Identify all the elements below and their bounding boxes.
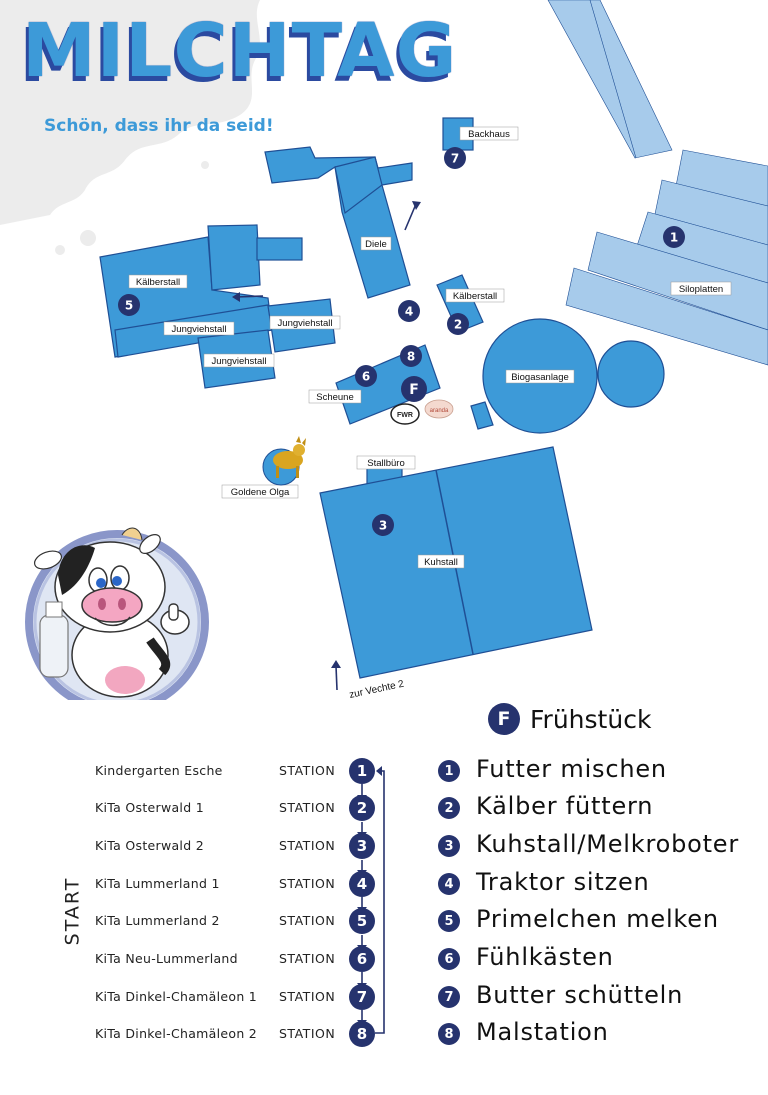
schedule-station-word: STATION [279, 800, 336, 815]
breakfast-badge: F [488, 703, 520, 735]
svg-text:8: 8 [407, 350, 415, 364]
activity-badge: 1 [438, 760, 460, 782]
schedule-group-name: KiTa Neu-Lummerland [95, 951, 238, 966]
page-title: MILCHTAG [22, 8, 458, 94]
label-diele: Diele [365, 239, 387, 250]
svg-text:5: 5 [125, 299, 133, 313]
schedule-station-badge: 2 [349, 795, 375, 821]
farm-map: Backhaus Diele Kälberstall Kälberstall J… [0, 0, 768, 700]
label-jungviehstall-1: Jungviehstall [172, 324, 227, 335]
schedule-group-name: KiTa Dinkel-Chamäleon 1 [95, 989, 258, 1004]
map-badge-5: 5 [118, 294, 140, 316]
label-jungviehstall-2: Jungviehstall [278, 318, 333, 329]
schedule-station-badge: 3 [349, 833, 375, 859]
sponsor-logos: FWR aranda [390, 399, 454, 425]
schedule-station-badge: 5 [349, 908, 375, 934]
map-badge-2: 2 [447, 313, 469, 335]
activity-label: Malstation [476, 1018, 609, 1046]
activity-label: Primelchen melken [476, 905, 719, 933]
label-jungviehstall-3: Jungviehstall [212, 356, 267, 367]
activity-label: Futter mischen [476, 755, 667, 783]
legend-breakfast: F Frühstück [488, 703, 651, 735]
map-badge-8: 8 [400, 345, 422, 367]
schedule-group-name: Kindergarten Esche [95, 763, 223, 778]
label-stallbuero: Stallbüro [367, 458, 405, 469]
label-siloplatten: Siloplatten [679, 284, 723, 295]
schedule-group-name: KiTa Osterwald 2 [95, 838, 204, 853]
schedule-group-name: KiTa Dinkel-Chamäleon 2 [95, 1026, 258, 1041]
schedule-station-badge: 1 [349, 758, 375, 784]
activity-badge: 6 [438, 948, 460, 970]
schedule-group-name: KiTa Lummerland 2 [95, 913, 220, 928]
label-kaelberstall-right: Kälberstall [453, 291, 497, 302]
schedule-station-word: STATION [279, 1026, 336, 1041]
silo-round [597, 340, 665, 408]
activity-badge: 2 [438, 797, 460, 819]
svg-text:2: 2 [454, 318, 462, 332]
schedule-station-word: STATION [279, 989, 336, 1004]
map-badge-1: 1 [663, 226, 685, 248]
activity-label: Fühlkästen [476, 943, 614, 971]
schedule-station-badge: 7 [349, 984, 375, 1010]
schedule-group-name: KiTa Lummerland 1 [95, 876, 220, 891]
schedule-station-badge: 8 [349, 1021, 375, 1047]
schedule-station-word: STATION [279, 763, 336, 778]
svg-text:3: 3 [379, 519, 387, 533]
milk-splash [0, 0, 260, 255]
activity-badge: 5 [438, 910, 460, 932]
map-badge-4: 4 [398, 300, 420, 322]
activity-label: Kälber füttern [476, 792, 654, 820]
activity-badge: 7 [438, 986, 460, 1008]
map-badge-7: 7 [444, 147, 466, 169]
svg-text:6: 6 [362, 370, 370, 384]
siloplatten [547, 0, 768, 366]
label-scheune: Scheune [316, 392, 354, 403]
schedule-station-word: STATION [279, 913, 336, 928]
schedule-station-word: STATION [279, 876, 336, 891]
activity-badge: 4 [438, 873, 460, 895]
map-badge-3: 3 [372, 514, 394, 536]
map-badge-f: F [401, 376, 427, 402]
schedule-group-name: KiTa Osterwald 1 [95, 800, 204, 815]
map-badge-6: 6 [355, 365, 377, 387]
label-zur-vechte: zur Vechte 2 [348, 679, 405, 700]
activity-label: Butter schütteln [476, 981, 684, 1009]
schedule-station-word: STATION [279, 951, 336, 966]
label-kaelberstall-left: Kälberstall [136, 277, 180, 288]
arrow-icon [232, 201, 421, 691]
label-goldene-olga: Goldene Olga [231, 487, 290, 498]
cow-mascot-icon [25, 527, 209, 700]
map-labels: Backhaus Diele Kälberstall Kälberstall J… [128, 126, 732, 700]
page-subtitle: Schön, dass ihr da seid! [44, 116, 274, 136]
breakfast-label: Frühstück [530, 704, 652, 734]
svg-text:F: F [409, 382, 419, 398]
golden-cow-icon [262, 436, 306, 486]
label-backhaus: Backhaus [468, 129, 510, 140]
svg-text:4: 4 [405, 305, 413, 319]
activity-label: Traktor sitzen [476, 868, 650, 896]
schedule-station-badge: 4 [349, 871, 375, 897]
activity-badge: 3 [438, 835, 460, 857]
start-label: START [61, 876, 84, 946]
svg-text:1: 1 [670, 231, 678, 245]
logo-brand: aranda [430, 408, 449, 414]
activity-label: Kuhstall/Melkroboter [476, 830, 740, 858]
logo-fwr: FWR [397, 412, 413, 419]
map-badges: 7 1 4 2 5 8 6 F 3 [118, 147, 685, 536]
label-biogasanlage: Biogasanlage [511, 372, 569, 383]
schedule-station-badge: 6 [349, 946, 375, 972]
activity-badge: 8 [438, 1023, 460, 1045]
schedule-station-word: STATION [279, 838, 336, 853]
label-kuhstall: Kuhstall [424, 557, 458, 568]
svg-text:7: 7 [451, 152, 459, 166]
